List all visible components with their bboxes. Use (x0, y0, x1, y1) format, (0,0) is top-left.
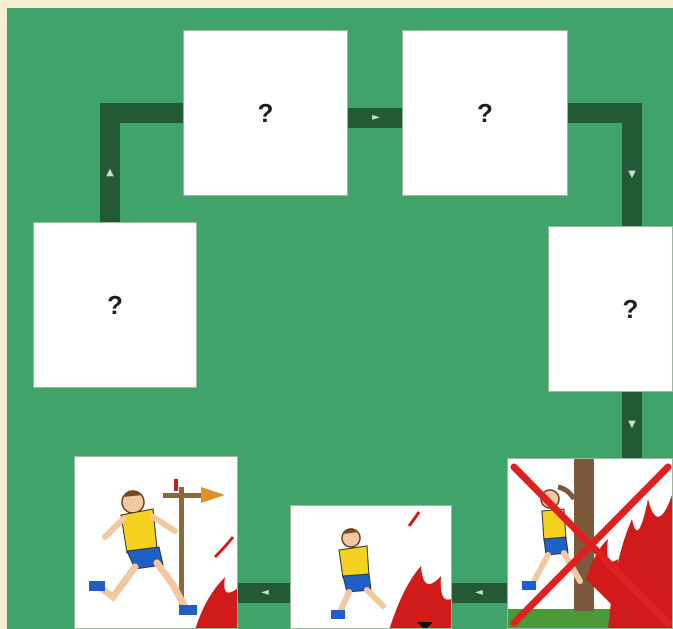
track-top-left (100, 103, 190, 123)
cycle-step-card[interactable]: ? (402, 30, 568, 196)
arrow-up-icon: ▲ (103, 166, 117, 180)
arrow-down-icon: ▼ (625, 168, 639, 182)
cycle-step-card[interactable]: ? (548, 226, 673, 392)
runner-signpost-icon (75, 457, 238, 629)
question-mark-label: ? (623, 294, 639, 325)
cycle-diagram: ▲ ► ▼ ▼ ◄ ◄ ? ? ? ? (7, 8, 673, 629)
runner-signpost-card[interactable] (74, 456, 238, 629)
runner-fire-icon (291, 506, 452, 629)
question-mark-label: ? (477, 98, 493, 129)
arrow-left-icon: ◄ (258, 586, 272, 600)
arrow-down-icon: ▼ (625, 418, 639, 432)
question-mark-label: ? (107, 290, 123, 321)
cycle-step-card[interactable]: ? (183, 30, 348, 196)
cycle-step-card[interactable]: ? (33, 222, 197, 388)
arrow-left-icon: ◄ (472, 586, 486, 600)
runner-fire-card[interactable] (290, 505, 452, 629)
runner-forest-fire-crossed-card[interactable] (507, 458, 673, 629)
arrow-right-icon: ► (369, 111, 383, 125)
crossed-out-forest-fire-icon (508, 459, 673, 629)
question-mark-label: ? (258, 98, 274, 129)
